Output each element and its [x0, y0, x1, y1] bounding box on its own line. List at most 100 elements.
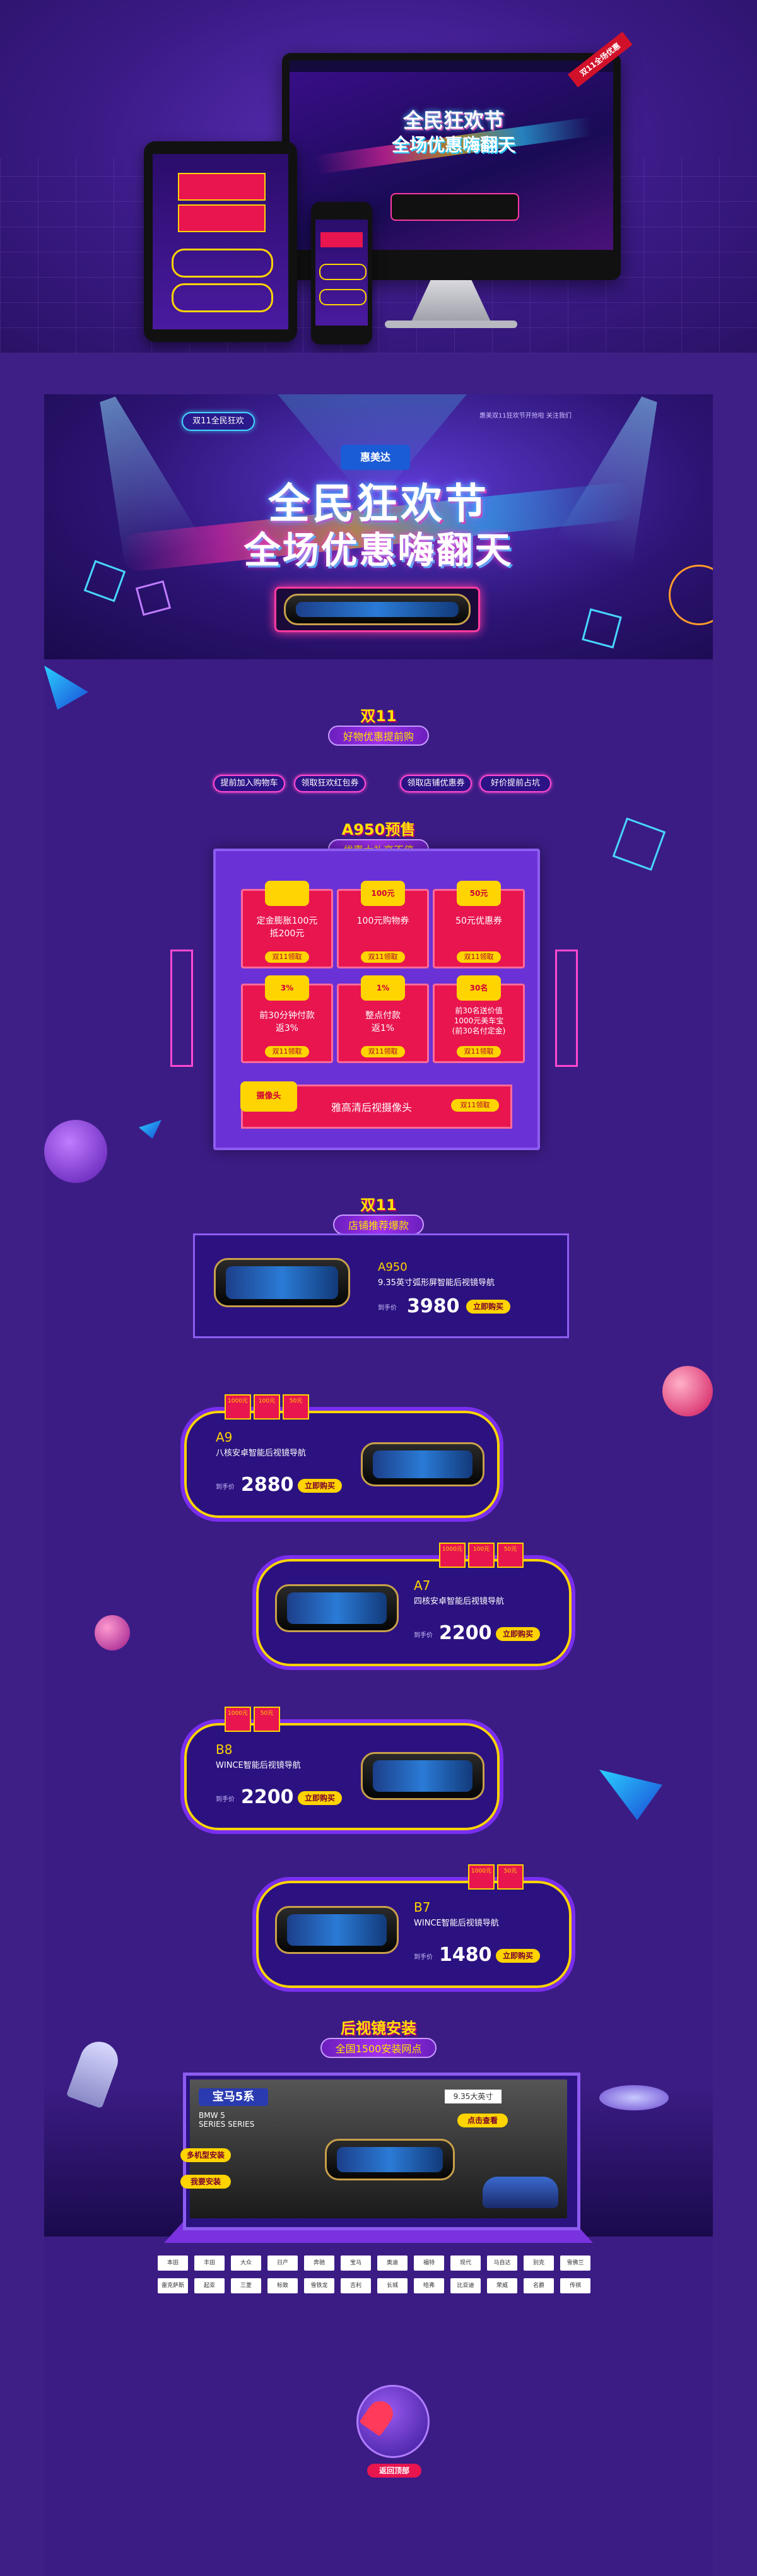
install-section-header: 后视镜安装 全国1500安装网点: [284, 2016, 473, 2058]
brand-logo[interactable]: 本田: [158, 2255, 188, 2271]
product-card-a7[interactable]: 1000元 100元 50元 A7 四核安卓智能后视镜导航 到手价 2200 立…: [252, 1543, 575, 1670]
brand-logo[interactable]: 标致: [267, 2278, 298, 2293]
coupon-text: 前30分钟付款 返3%: [259, 1011, 315, 1033]
product-model: B7: [414, 1900, 431, 1915]
coupon-claim-button[interactable]: 双11领取: [457, 1046, 501, 1057]
phone-product-card: [319, 289, 367, 305]
product-desc: 八核安卓智能后视镜导航: [216, 1449, 307, 1458]
discount-tag: 100元: [468, 1543, 495, 1568]
install-cta-button[interactable]: 点击查看: [457, 2114, 508, 2127]
brand-logo[interactable]: 雪铁龙: [304, 2278, 334, 2293]
brand-logo[interactable]: 雪佛兰: [560, 2255, 590, 2271]
cube-decoration: [582, 608, 622, 649]
coupon-panel: 定金膨胀100元 抵200元 双11领取 100元 100元购物券 双11领取 …: [213, 849, 540, 1150]
brand-logo[interactable]: 长城: [377, 2278, 408, 2293]
product-card-a9[interactable]: 1000元 100元 50元 A9 八核安卓智能后视镜导航 到手价 2880 立…: [180, 1394, 503, 1522]
brand-logo[interactable]: 三菱: [231, 2278, 261, 2293]
brand-logo: 惠美达: [341, 445, 410, 470]
coupon-card[interactable]: 30名 前30名送价值 1000元美车宝 (前30名付定金) 双11领取: [433, 975, 525, 1063]
brand-logo[interactable]: 别克: [524, 2255, 554, 2271]
coupon-claim-button[interactable]: 双11领取: [361, 1046, 405, 1057]
monitor-product-image: [390, 193, 519, 221]
product-mirror-image: [361, 1442, 484, 1486]
bonus-coupon-card[interactable]: 摄像头 雅高清后视摄像头 双11领取: [240, 1081, 512, 1129]
brand-logo[interactable]: 丰田: [194, 2255, 225, 2271]
brand-logo[interactable]: 哈弗: [414, 2278, 444, 2293]
monitor-subtitle: 全场优惠嗨翻天: [391, 134, 515, 155]
brand-logo[interactable]: 日产: [267, 2255, 298, 2271]
coupon-claim-button[interactable]: 双11领取: [361, 951, 405, 963]
brand-logo[interactable]: 吉利: [341, 2278, 371, 2293]
product-price: 2200: [241, 1786, 294, 1808]
coupon-tab: 100元: [361, 881, 405, 906]
products-title: 双11: [360, 1196, 397, 1214]
cube-decoration: [135, 580, 172, 616]
product-price-label: 到手价: [216, 1796, 235, 1803]
discount-tag: 50元: [283, 1394, 309, 1420]
ufo-decoration: [599, 2085, 669, 2110]
coupon-card[interactable]: 定金膨胀100元 抵200元 双11领取: [241, 881, 333, 968]
featured-price-label: 到手价: [378, 1305, 397, 1312]
brand-logo[interactable]: 比亚迪: [450, 2278, 481, 2293]
product-card-b7[interactable]: 1000元 50元 B7 WINCE智能后视镜导航 到手价 1480 立即购买: [252, 1864, 575, 1992]
install-mirror-image: [325, 2139, 455, 2180]
brand-logo[interactable]: 雷克萨斯: [158, 2278, 188, 2293]
brand-logo[interactable]: 名爵: [524, 2278, 554, 2293]
brand-logo[interactable]: 福特: [414, 2255, 444, 2271]
promo-page: 双11全民狂欢 惠美双11狂欢节开抢啦 关注我们 惠美达 全民狂欢节 全场优惠嗨…: [44, 394, 713, 2576]
banner-title: 全民狂欢节: [268, 479, 489, 528]
featured-price: 3980: [407, 1295, 460, 1317]
product-card-b8[interactable]: 1000元 50元 B8 WINCE智能后视镜导航 到手价 2200 立即购买: [180, 1707, 503, 1834]
coupon-card[interactable]: 50元 50元优惠券 双11领取: [433, 881, 525, 968]
coupon-claim-button[interactable]: 双11领取: [457, 951, 501, 963]
brand-logo[interactable]: 奥迪: [377, 2255, 408, 2271]
coupon-card[interactable]: 3% 前30分钟付款 返3% 双11领取: [241, 975, 333, 1063]
event-tab-coupon[interactable]: 领取店铺优惠券: [400, 775, 472, 792]
brand-logo[interactable]: 荣威: [487, 2278, 517, 2293]
featured-product-card[interactable]: A950 9.35英寸弧形屏智能后视镜导航 到手价 3980 立即购买: [193, 1233, 569, 1338]
car-brand-label: 宝马5系: [199, 2088, 268, 2106]
product-buy-button[interactable]: 立即购买: [496, 1627, 540, 1641]
event-tab-preorder[interactable]: 好价提前占坑: [479, 775, 551, 792]
featured-buy-button[interactable]: 立即购买: [466, 1300, 510, 1314]
request-install-button[interactable]: 我要安装: [180, 2175, 231, 2189]
brand-logo[interactable]: 大众: [231, 2255, 261, 2271]
coupon-card[interactable]: 1% 整点付款 返1% 双11领取: [337, 975, 429, 1063]
phone-screen: [315, 220, 368, 326]
brand-logo[interactable]: 传祺: [560, 2278, 590, 2293]
brand-logo[interactable]: 宝马: [341, 2255, 371, 2271]
coupon-claim-button[interactable]: 双11领取: [265, 1046, 309, 1057]
banner-badge[interactable]: 双11全民狂欢: [182, 412, 255, 431]
back-to-top-button[interactable]: 返回顶部: [367, 2464, 421, 2478]
car-model-label: BMW 5 SERIES SERIES: [199, 2111, 255, 2129]
banner-subtitle: 全场优惠嗨翻天: [244, 529, 513, 572]
tablet-coupon-block: [178, 204, 266, 232]
side-pillar: [555, 950, 578, 1067]
coupon-text: 50元优惠券: [455, 916, 502, 926]
event-tab-cart[interactable]: 提前加入购物车: [213, 775, 285, 792]
planet-decoration: [44, 1120, 107, 1183]
bonus-claim-button[interactable]: 双11领取: [451, 1099, 499, 1112]
coupon-claim-button[interactable]: 双11领取: [265, 951, 309, 963]
multi-model-install-button[interactable]: 多机型安装: [180, 2148, 231, 2162]
product-buy-button[interactable]: 立即购买: [298, 1479, 342, 1493]
brand-logo-grid: 本田 丰田 大众 日产 奔驰 宝马 奥迪 福特 现代 马自达 别克 雪佛兰 雷克…: [158, 2255, 599, 2300]
brand-logo[interactable]: 奔驰: [304, 2255, 334, 2271]
monitor-navbar: [290, 61, 613, 72]
events-section-header: 双11 好物优惠提前购: [284, 703, 473, 746]
event-tab-redpacket[interactable]: 领取狂欢红包券: [294, 775, 366, 792]
featured-mirror-image: [214, 1258, 350, 1307]
brand-logo[interactable]: 马自达: [487, 2255, 517, 2271]
product-price-label: 到手价: [414, 1954, 433, 1961]
tablet-product-card: [172, 283, 273, 312]
crystal-decoration: [44, 666, 88, 710]
brand-logo[interactable]: 起亚: [194, 2278, 225, 2293]
coupon-tab: 1%: [361, 975, 405, 1001]
phone-product-card: [319, 264, 367, 280]
brand-logo[interactable]: 现代: [450, 2255, 481, 2271]
planet-decoration: [662, 1366, 713, 1416]
coupon-card[interactable]: 100元 100元购物券 双11领取: [337, 881, 429, 968]
product-buy-button[interactable]: 立即购买: [298, 1791, 342, 1805]
tablet-device: [144, 141, 297, 342]
product-buy-button[interactable]: 立即购买: [496, 1949, 540, 1963]
